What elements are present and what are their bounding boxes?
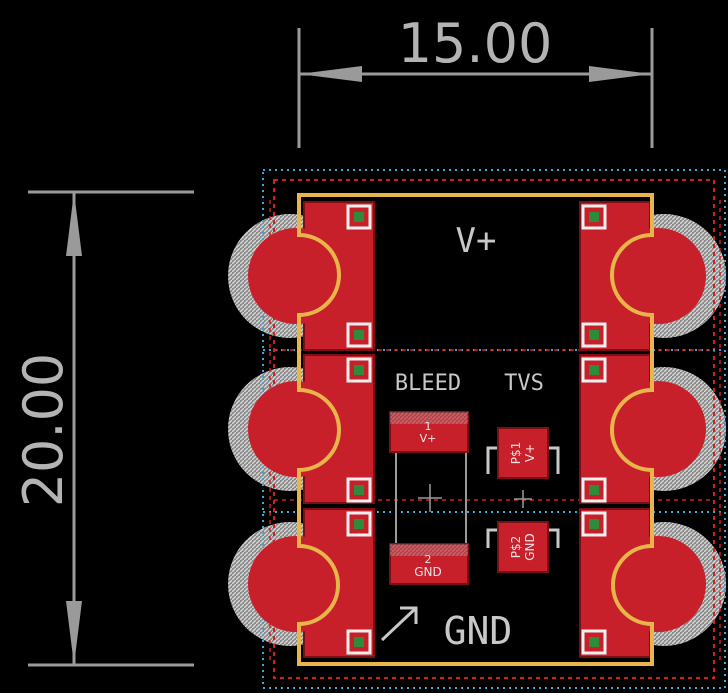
bleed-resistor: 1 V+ 2 GND bbox=[389, 411, 469, 585]
width-dimension: 15.00 bbox=[297, 12, 654, 148]
tvs-pad-1-net: V+ bbox=[523, 444, 537, 462]
resistor-pad-2: 2 GND bbox=[389, 543, 469, 585]
sew-pad-right-bottom bbox=[579, 508, 706, 658]
power-label: V+ bbox=[456, 221, 497, 261]
arrow-icon bbox=[380, 606, 418, 642]
resistor-pad-2-number: 2 bbox=[425, 553, 432, 566]
sew-pad-right-middle bbox=[579, 354, 706, 504]
tvs-label: TVS bbox=[504, 371, 544, 396]
sew-pad-right-top bbox=[579, 201, 706, 351]
tvs-pad-2-net: GND bbox=[523, 533, 537, 561]
tvs-pad-1: P$1 V+ bbox=[497, 427, 549, 479]
left-sew-pads bbox=[248, 201, 375, 658]
sew-pad-left-middle bbox=[248, 354, 375, 504]
tvs-pad-1-name: P$1 bbox=[509, 442, 523, 465]
bleed-label: BLEED bbox=[395, 371, 461, 396]
ground-label: GND bbox=[444, 609, 513, 653]
resistor-pad-2-net: GND bbox=[414, 565, 442, 579]
tvs-diode: P$1 V+ P$2 GND bbox=[486, 427, 560, 573]
outer-keepout-blue bbox=[262, 169, 726, 689]
height-dimension: 20.00 bbox=[12, 190, 194, 667]
resistor-pad-1-net: V+ bbox=[420, 432, 437, 445]
resistor-pad-1: 1 V+ bbox=[389, 411, 469, 453]
height-dimension-label: 20.00 bbox=[12, 353, 75, 508]
resistor-body-outline bbox=[395, 447, 467, 545]
width-dimension-label: 15.00 bbox=[398, 12, 553, 75]
tvs-pad-2: P$2 GND bbox=[497, 521, 549, 573]
tvs-pad-2-name: P$2 bbox=[509, 536, 523, 559]
board-outline bbox=[297, 193, 654, 666]
resistor-pad-1-number: 1 bbox=[425, 420, 432, 433]
right-sew-pads bbox=[579, 201, 706, 658]
